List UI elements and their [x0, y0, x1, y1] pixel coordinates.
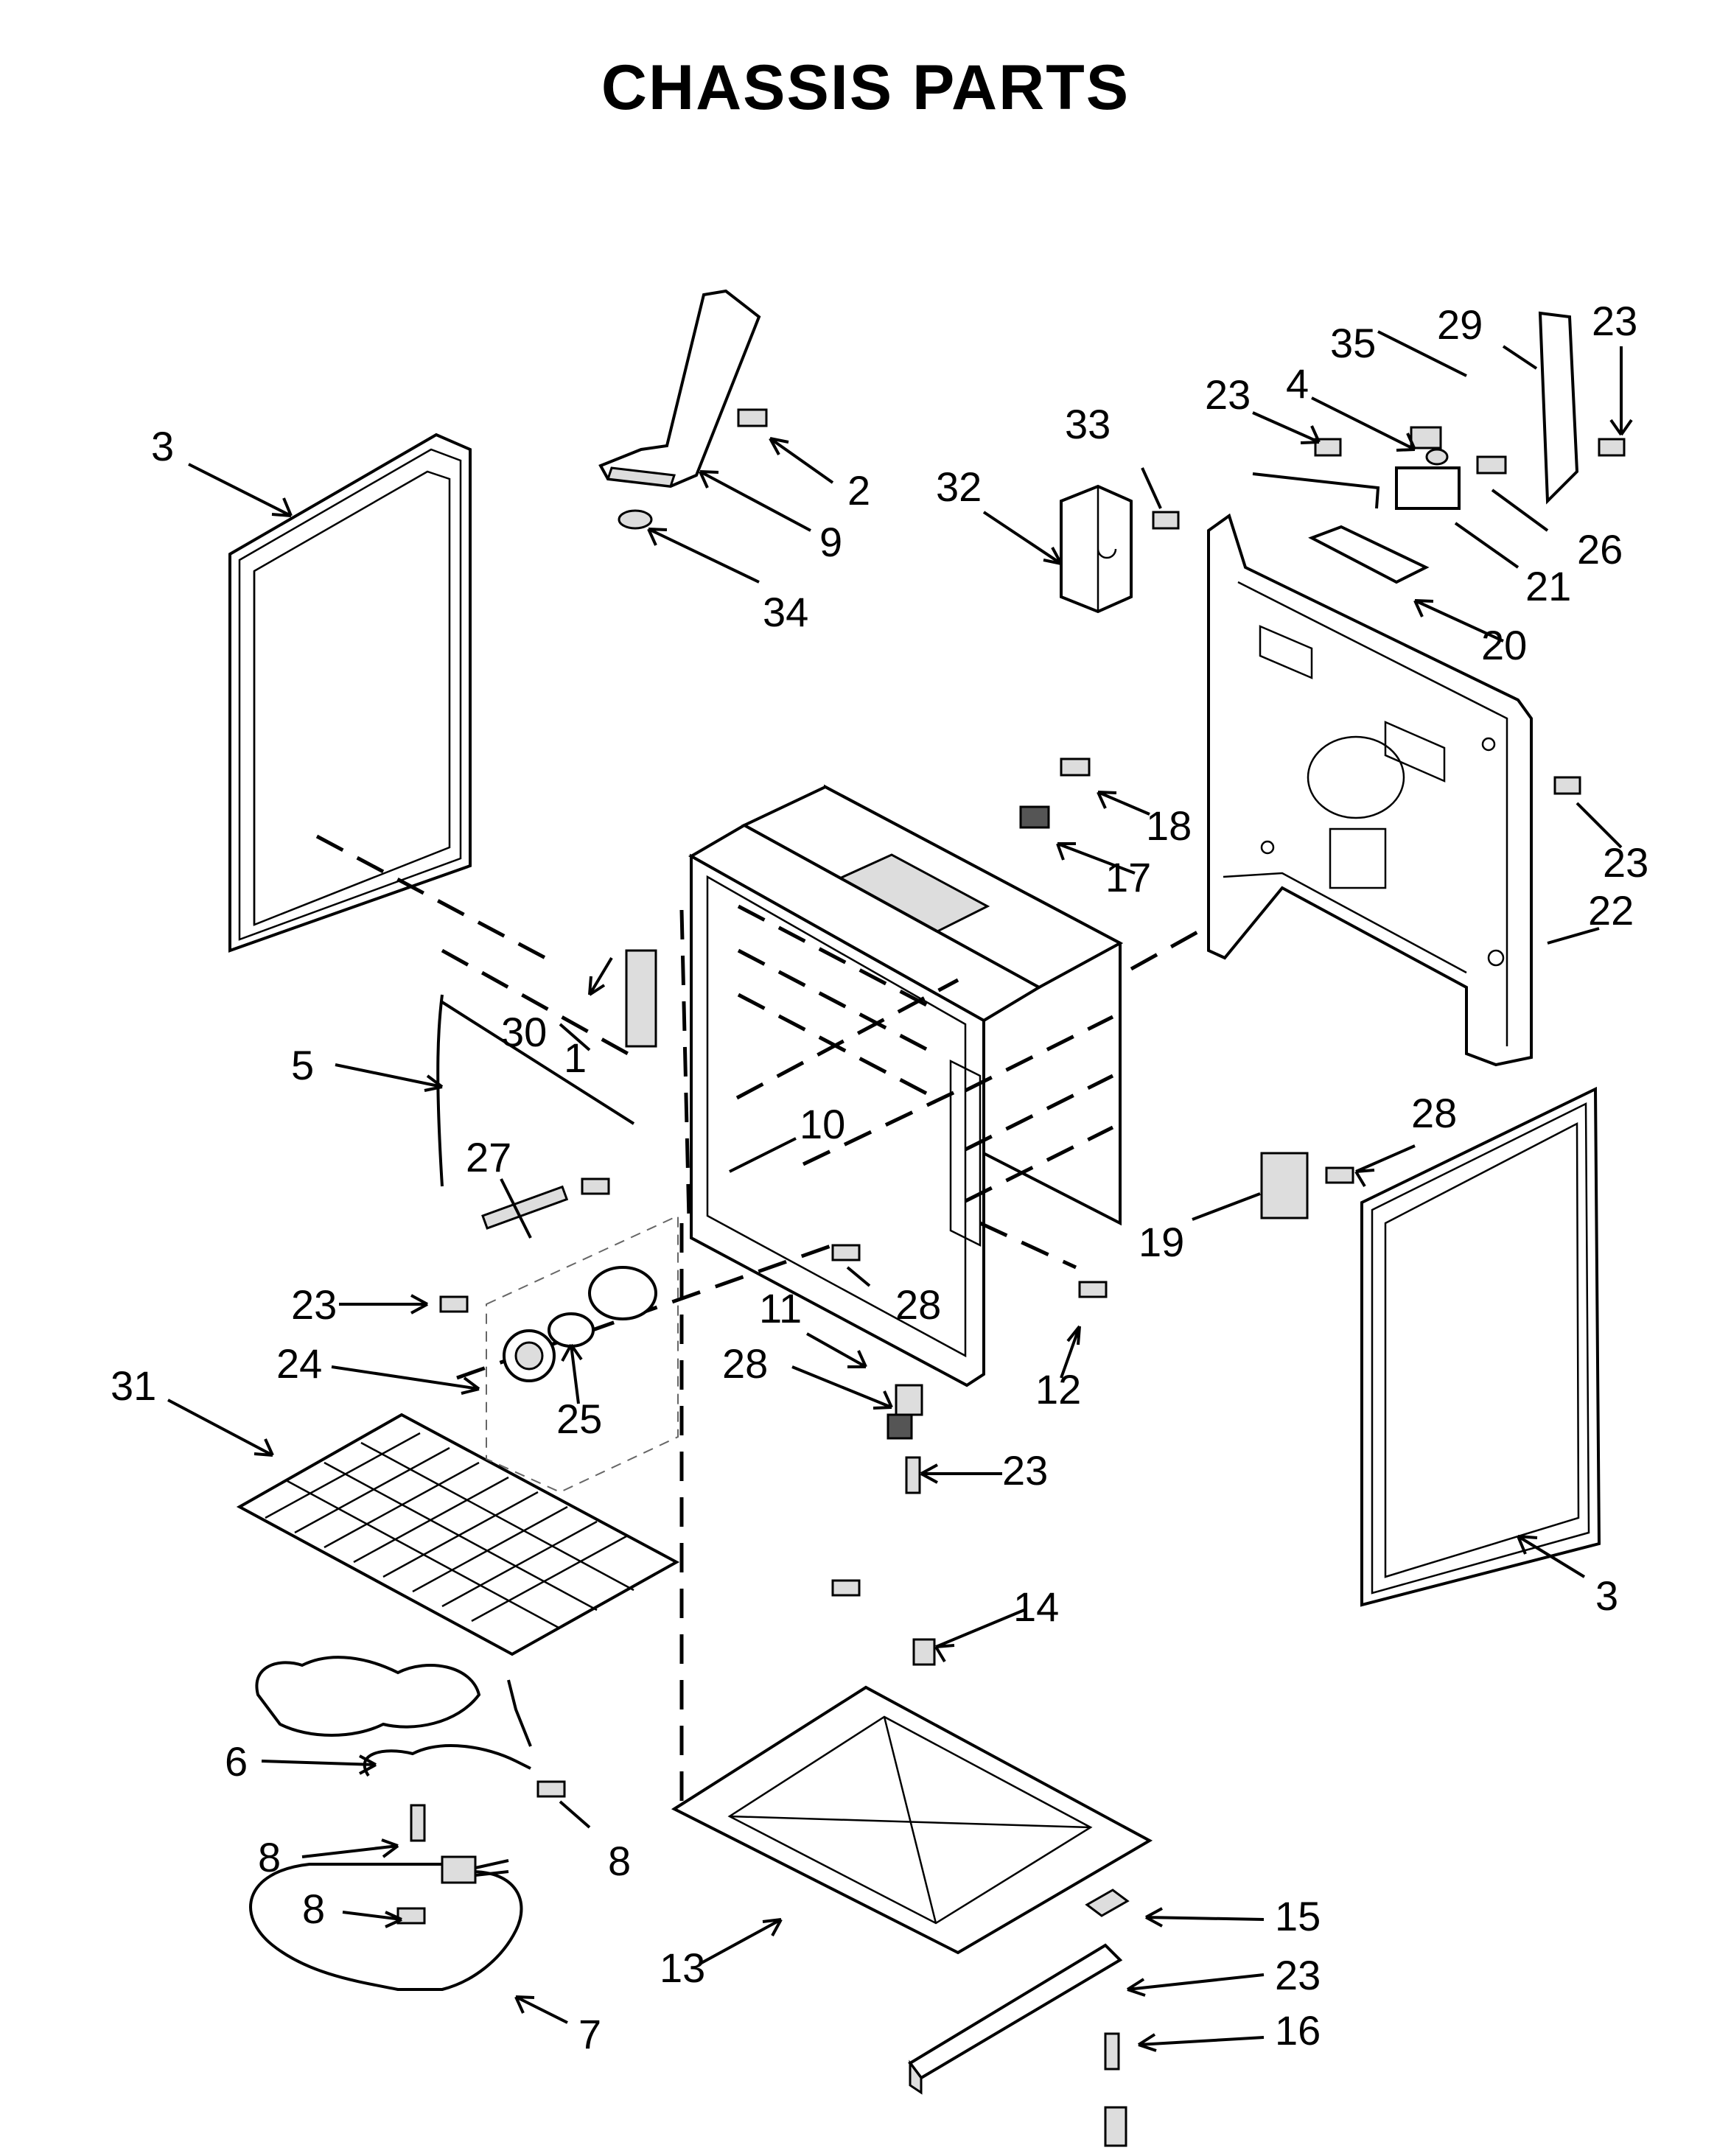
- callout-34: 34: [763, 589, 808, 635]
- callout-3-left-panel: 3: [151, 423, 174, 469]
- oven-bottom-panel: [671, 1685, 1153, 2095]
- bake-element: [249, 1855, 523, 1991]
- callout-3-right-panel: 3: [1595, 1572, 1618, 1619]
- left-side-panel: [228, 433, 472, 953]
- callout-7: 7: [578, 2011, 601, 2057]
- callout-23-rear: 23: [1603, 839, 1648, 886]
- callout-6: 6: [225, 1738, 248, 1785]
- callout-31: 31: [111, 1362, 156, 1409]
- oven-cavity: [688, 784, 1124, 1387]
- callout-17: 17: [1105, 854, 1151, 900]
- callout-35: 35: [1330, 320, 1376, 366]
- callout-19: 19: [1139, 1219, 1184, 1265]
- callout-18: 18: [1146, 802, 1192, 849]
- callout-15: 15: [1275, 1893, 1321, 1939]
- broil-element: [255, 1656, 532, 1777]
- callout-16: 16: [1275, 2007, 1321, 2054]
- callout-12: 12: [1035, 1366, 1081, 1413]
- callout-27: 27: [466, 1134, 511, 1180]
- rear-bracket: [598, 289, 761, 530]
- callout-23-bottom: 23: [1275, 1952, 1321, 1998]
- callout-8-lower: 8: [302, 1886, 325, 1932]
- callout-33: 33: [1065, 401, 1111, 447]
- callout-10: 10: [800, 1101, 845, 1147]
- callout-8-upper: 8: [258, 1834, 281, 1880]
- oven-rack: [236, 1413, 680, 1656]
- callout-28-right: 28: [1411, 1090, 1457, 1136]
- callout-23-top-right: 23: [1592, 298, 1637, 344]
- callout-23-center: 23: [1002, 1447, 1048, 1494]
- callout-arrows: [167, 330, 1633, 2052]
- callout-28-center: 28: [895, 1281, 941, 1328]
- callout-23-left: 23: [291, 1281, 337, 1328]
- callout-1: 1: [564, 1035, 587, 1081]
- callout-22: 22: [1588, 887, 1634, 934]
- callout-13: 13: [660, 1945, 705, 1991]
- callout-9: 9: [819, 519, 842, 565]
- callout-23-top-left: 23: [1205, 371, 1251, 418]
- callout-5: 5: [291, 1042, 314, 1088]
- callout-32: 32: [936, 463, 982, 510]
- callout-14: 14: [1013, 1583, 1059, 1630]
- callout-4: 4: [1286, 360, 1309, 407]
- wire-cover-bracket: [1060, 484, 1133, 614]
- callout-8-right: 8: [608, 1838, 631, 1884]
- small-parts: [436, 311, 1579, 2147]
- callout-28-lower: 28: [722, 1340, 768, 1387]
- callout-20: 20: [1481, 622, 1527, 668]
- callout-24: 24: [276, 1340, 322, 1387]
- callout-26: 26: [1577, 526, 1623, 573]
- callout-labels: 1 2 3 3 4 5 6 7 8 8 8 9 10 11 12 13 14 1…: [111, 298, 1648, 2057]
- callout-2: 2: [847, 467, 870, 514]
- callout-21: 21: [1525, 563, 1571, 609]
- screws: [396, 408, 1626, 2071]
- diagram-title: CHASSIS PARTS: [601, 52, 1130, 123]
- rear-panel: [1207, 513, 1533, 1067]
- callout-30: 30: [501, 1009, 547, 1055]
- callout-29: 29: [1437, 301, 1483, 348]
- right-side-panel: [1360, 1086, 1601, 1607]
- callout-25: 25: [556, 1396, 602, 1442]
- callout-11: 11: [759, 1285, 802, 1331]
